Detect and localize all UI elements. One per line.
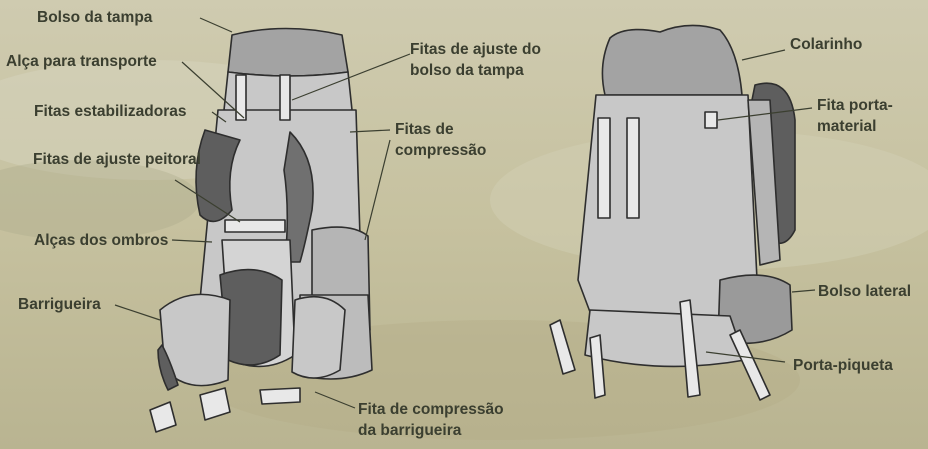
label-alcas-dos-ombros: Alças dos ombros bbox=[34, 232, 169, 249]
label-fitas-ajuste-bolso-tampa-line2: bolso da tampa bbox=[410, 62, 524, 79]
label-alca-para-transporte: Alça para transporte bbox=[6, 53, 157, 70]
label-fita-compressao-barrigueira-line1: Fita de compressão bbox=[358, 401, 504, 418]
label-fita-porta-material-line1: Fita porta- bbox=[817, 97, 893, 114]
label-fitas-estabilizadoras: Fitas estabilizadoras bbox=[34, 103, 187, 120]
label-colarinho: Colarinho bbox=[790, 36, 863, 53]
label-barrigueira: Barrigueira bbox=[18, 296, 101, 313]
label-fitas-ajuste-bolso-tampa-line1: Fitas de ajuste do bbox=[410, 41, 541, 58]
label-fitas-compressao-line1: Fitas de bbox=[395, 121, 454, 138]
label-bolso-lateral: Bolso lateral bbox=[818, 283, 912, 300]
label-fita-compressao-barrigueira-line2: da barrigueira bbox=[358, 422, 462, 439]
label-bolso-da-tampa: Bolso da tampa bbox=[37, 9, 153, 26]
label-fitas-ajuste-peitoral: Fitas de ajuste peitoral bbox=[33, 151, 201, 168]
label-fitas-compressao-line2: compressão bbox=[395, 142, 487, 159]
label-fita-porta-material-line2: material bbox=[817, 118, 877, 135]
label-porta-piqueta: Porta-piqueta bbox=[793, 357, 893, 374]
